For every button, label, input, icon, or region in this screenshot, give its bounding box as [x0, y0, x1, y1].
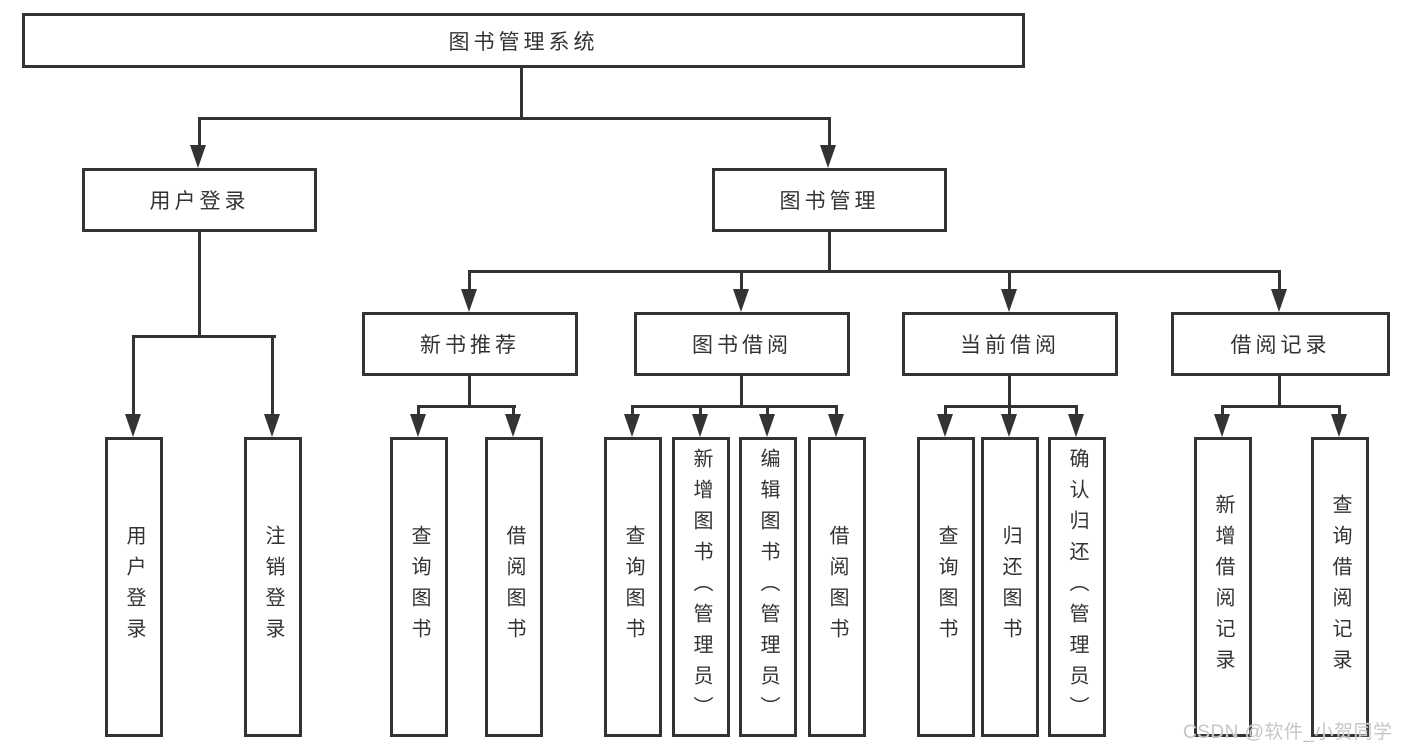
- connector-line: [828, 117, 831, 147]
- arrow-down-icon: [505, 414, 521, 437]
- leaf-borrow-books-recommend: 借阅图书: [485, 437, 543, 737]
- connector-line: [1008, 405, 1011, 416]
- node-label: 借阅图书: [503, 525, 525, 649]
- node-label: 借阅图书: [826, 525, 848, 649]
- connector-line: [1075, 405, 1078, 416]
- leaf-edit-books-admin: 编辑图书（管理员）: [739, 437, 797, 737]
- connector-line: [944, 405, 1078, 408]
- node-label: 用户登录: [149, 190, 250, 213]
- connector-line: [766, 405, 769, 416]
- node-label: 图书管理: [779, 190, 880, 213]
- arrow-down-icon: [1001, 414, 1017, 437]
- connector-line: [468, 270, 471, 290]
- arrow-down-icon: [1271, 289, 1287, 312]
- node-book-management: 图书管理: [712, 168, 947, 232]
- connector-line: [1008, 376, 1011, 408]
- leaf-query-borrow-record: 查询借阅记录: [1311, 437, 1369, 737]
- node-label: 确认归还（管理员）: [1066, 447, 1088, 727]
- node-label: 新增图书（管理员）: [690, 447, 712, 727]
- node-label: 查询借阅记录: [1329, 494, 1351, 680]
- arrow-down-icon: [461, 289, 477, 312]
- arrow-down-icon: [733, 289, 749, 312]
- connector-line: [1221, 405, 1341, 408]
- arrow-down-icon: [624, 414, 640, 437]
- connector-line: [198, 117, 201, 147]
- arrow-down-icon: [410, 414, 426, 437]
- node-borrowing-records: 借阅记录: [1171, 312, 1390, 376]
- leaf-return-books: 归还图书: [981, 437, 1039, 737]
- node-label: 查询图书: [935, 525, 957, 649]
- connector-line: [198, 232, 201, 338]
- connector-line: [512, 405, 515, 416]
- leaf-logout: 注销登录: [244, 437, 302, 737]
- node-library-management-system: 图书管理系统: [22, 13, 1025, 68]
- node-book-borrowing: 图书借阅: [634, 312, 850, 376]
- connector-line: [944, 405, 947, 416]
- arrow-down-icon: [1068, 414, 1084, 437]
- leaf-query-books-borrow: 查询图书: [604, 437, 662, 737]
- connector-line: [1008, 270, 1011, 290]
- connector-line: [835, 405, 838, 416]
- arrow-down-icon: [937, 414, 953, 437]
- node-label: 图书借阅: [692, 334, 792, 357]
- connector-line: [417, 405, 516, 408]
- node-label: 注销登录: [262, 525, 284, 649]
- node-new-book-recommendation: 新书推荐: [362, 312, 578, 376]
- connector-line: [699, 405, 702, 416]
- node-label: 归还图书: [999, 525, 1021, 649]
- leaf-confirm-return-admin: 确认归还（管理员）: [1048, 437, 1106, 737]
- arrow-down-icon: [820, 145, 836, 168]
- connector-line: [417, 405, 420, 416]
- connector-line: [198, 117, 831, 120]
- node-label: 用户登录: [123, 525, 145, 649]
- arrow-down-icon: [1001, 289, 1017, 312]
- node-label: 新增借阅记录: [1212, 494, 1234, 680]
- leaf-user-login: 用户登录: [105, 437, 163, 737]
- node-label: 借阅记录: [1230, 334, 1331, 357]
- node-label: 图书管理系统: [448, 30, 599, 54]
- connector-line: [1338, 405, 1341, 416]
- arrow-down-icon: [759, 414, 775, 437]
- connector-line: [740, 376, 743, 408]
- node-label: 编辑图书（管理员）: [757, 447, 779, 727]
- connector-line: [740, 270, 743, 290]
- leaf-add-books-admin: 新增图书（管理员）: [672, 437, 730, 737]
- leaf-add-borrow-record: 新增借阅记录: [1194, 437, 1252, 737]
- node-user-login: 用户登录: [82, 168, 317, 232]
- leaf-query-books-recommend: 查询图书: [390, 437, 448, 737]
- node-label: 查询图书: [622, 525, 644, 649]
- connector-line: [520, 68, 523, 120]
- connector-line: [132, 335, 135, 415]
- node-label: 新书推荐: [420, 334, 520, 357]
- node-current-borrowing: 当前借阅: [902, 312, 1118, 376]
- node-label: 查询图书: [408, 525, 430, 649]
- node-label: 当前借阅: [960, 334, 1060, 357]
- connector-line: [1278, 376, 1281, 408]
- connector-line: [1221, 405, 1224, 416]
- connector-line: [1278, 270, 1281, 290]
- arrow-down-icon: [1214, 414, 1230, 437]
- arrow-down-icon: [190, 145, 206, 168]
- arrow-down-icon: [828, 414, 844, 437]
- watermark-text: CSDN @软件_小贺同学: [1183, 722, 1393, 743]
- leaf-borrow-books: 借阅图书: [808, 437, 866, 737]
- connector-line: [468, 270, 1281, 273]
- connector-line: [631, 405, 838, 408]
- connector-line: [271, 335, 274, 415]
- arrow-down-icon: [125, 414, 141, 437]
- connector-line: [828, 232, 831, 273]
- arrow-down-icon: [692, 414, 708, 437]
- leaf-query-books-current: 查询图书: [917, 437, 975, 737]
- arrow-down-icon: [264, 414, 280, 437]
- connector-line: [132, 335, 276, 338]
- arrow-down-icon: [1331, 414, 1347, 437]
- connector-line: [631, 405, 634, 416]
- connector-line: [468, 376, 471, 408]
